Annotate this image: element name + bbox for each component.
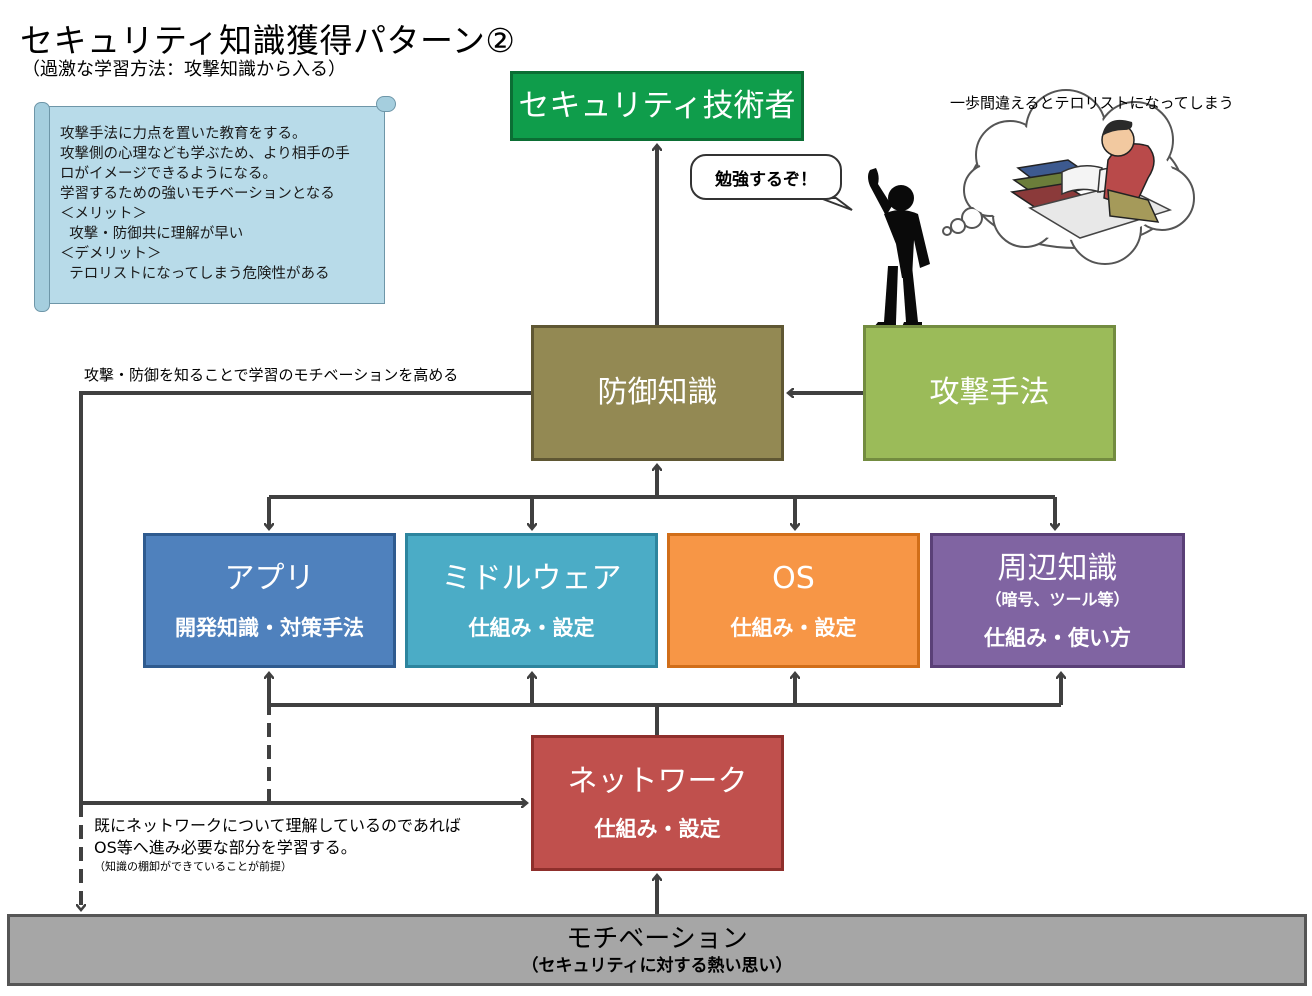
scroll-icon: 攻撃手法に力点を置いた教育をする。 攻撃側の心理なども学ぶため、より相手の手 ロ… [34,96,396,314]
scroll-roll-top [376,96,396,112]
thought-caption: 一歩間違えるとテロリストになってしまう [950,94,1234,112]
attack-methods-label: 攻撃手法 [929,375,1050,410]
app-box: アプリ 開発知識・対策手法 [143,533,396,668]
middleware-box: ミドルウェア 仕組み・設定 [405,533,658,668]
app-title: アプリ [224,560,315,596]
peripheral-box: 周辺知識 （暗号、ツール等） 仕組み・使い方 [930,533,1185,668]
motivation-box: モチベーション （セキュリティに対する熱い思い） [7,914,1307,986]
studying-person-icon [1009,119,1173,239]
scroll-body [43,106,385,304]
network-box: ネットワーク 仕組み・設定 [531,735,784,871]
network-skip-small-note: （知識の棚卸ができていることが前提） [94,860,292,873]
peripheral-sub: 仕組み・使い方 [984,625,1131,650]
scroll-roll-left [34,102,50,312]
motivation-sub: （セキュリティに対する熱い思い） [521,956,793,976]
security-engineer-label: セキュリティ技術者 [518,88,796,124]
middleware-title: ミドルウェア [441,560,622,596]
page-title: セキュリティ知識獲得パターン② [20,21,516,60]
network-sub: 仕組み・設定 [594,817,721,841]
app-sub: 開発知識・対策手法 [175,615,364,640]
scroll-note: 攻撃手法に力点を置いた教育をする。 攻撃側の心理なども学ぶため、より相手の手 ロ… [60,126,350,282]
os-title: OS [772,560,815,596]
peripheral-note: （暗号、ツール等） [985,589,1130,609]
person-silhouette-icon [868,168,930,327]
speech-bubble: 勉強するぞ！ [690,154,842,200]
security-engineer-box: セキュリティ技術者 [510,71,804,141]
loop-defense-left [79,391,531,803]
peripheral-title: 周辺知識 [997,550,1118,586]
os-sub: 仕組み・設定 [730,615,857,640]
defense-knowledge-box: 防御知識 [531,325,784,461]
attack-methods-box: 攻撃手法 [863,325,1116,461]
network-title: ネットワーク [567,764,748,799]
network-skip-note: 既にネットワークについて理解しているのであれば OS等へ進み必要な部分を学習する… [94,816,461,857]
page-subtitle: （過激な学習方法：攻撃知識から入る） [22,59,346,80]
motivation-title: モチベーション [566,924,748,954]
middleware-sub: 仕組み・設定 [468,615,595,640]
defense-knowledge-label: 防御知識 [597,375,718,410]
motivate-note: 攻撃・防御を知ることで学習のモチベーションを高める [84,366,459,384]
os-box: OS 仕組み・設定 [667,533,920,668]
